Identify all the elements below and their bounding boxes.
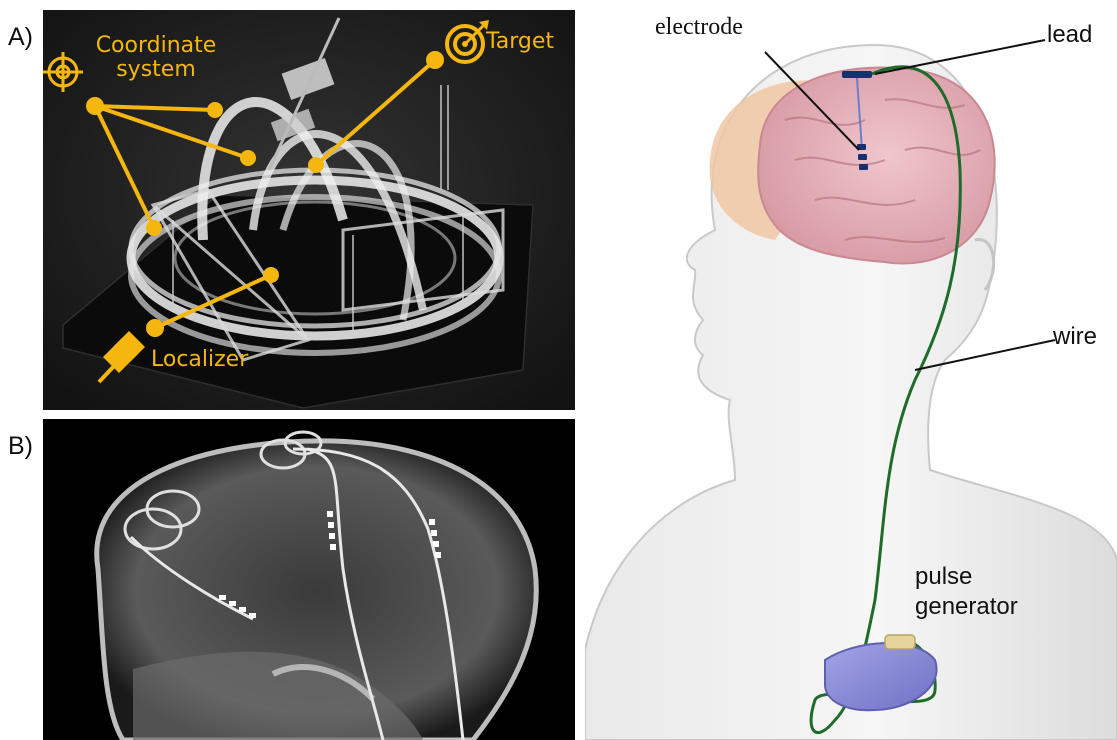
dbs-system-diagram: electrode lead wire pulse generator [585, 0, 1117, 740]
dbs-system-illustration [585, 0, 1117, 740]
lead-cap [842, 71, 872, 78]
lead-label: lead [1047, 20, 1092, 50]
stereotactic-frame-photo: Coordinate system Target Localizer [43, 10, 575, 410]
skull-xray-image [43, 419, 575, 740]
panel-b-letter: B) [8, 434, 33, 459]
panel-a-letter: A) [8, 25, 33, 50]
skull-xray-illustration [43, 419, 575, 740]
wire-label: wire [1053, 322, 1097, 352]
electrode-label: electrode [655, 12, 743, 42]
pulse-generator-label: pulse generator [915, 562, 1045, 622]
localizer-label: Localizer [151, 348, 248, 372]
target-label: Target [486, 30, 554, 54]
coordinate-system-label: Coordinate system [86, 34, 226, 82]
